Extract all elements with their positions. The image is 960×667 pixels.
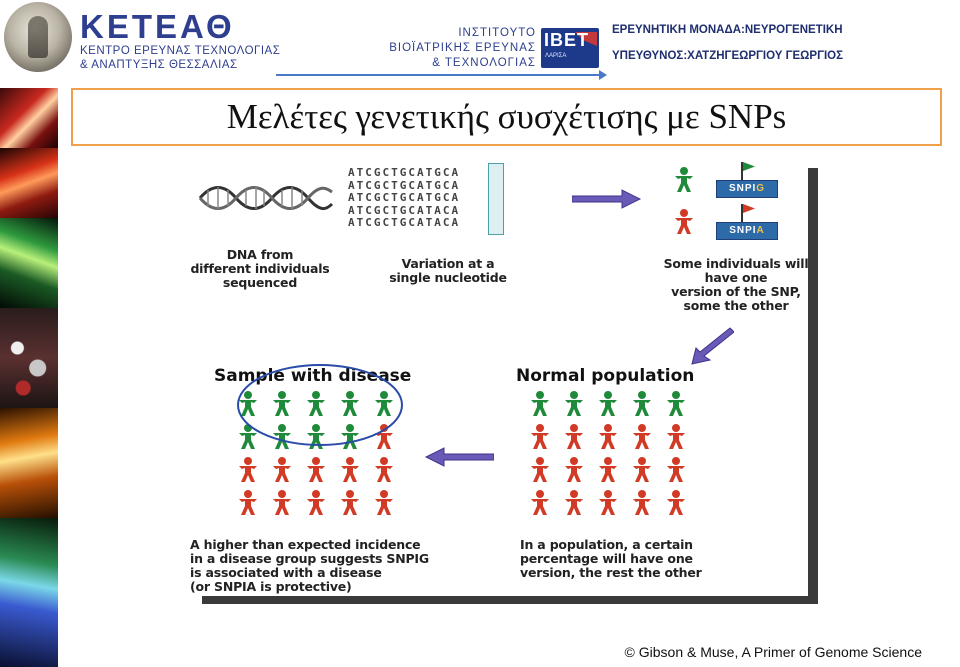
person-green-icon xyxy=(662,390,690,418)
title-box: Μελέτες γενετικής συσχέτισης με SNPs xyxy=(71,88,942,146)
person-green-icon xyxy=(268,390,296,418)
dna-label: DNA from different individuals sequenced xyxy=(190,247,330,290)
person-green-icon xyxy=(234,390,262,418)
sequence-row: ATCGCTGCATACA xyxy=(348,203,461,217)
diagram-figure xyxy=(192,160,808,596)
highlight-ellipse xyxy=(237,364,403,446)
ibet-logo-text: IBET xyxy=(544,30,590,50)
person-red-icon xyxy=(560,489,588,517)
person-red-icon xyxy=(336,489,364,517)
person-red-icon xyxy=(526,423,554,451)
arrow-right-icon xyxy=(572,189,642,209)
person-red-icon xyxy=(302,489,330,517)
sequence-alignment: ATCGCTGCATGCA ATCGCTGCATGCA ATCGCTGCATGC… xyxy=(348,166,461,230)
header-divider-arrow xyxy=(276,70,607,80)
person-red-icon xyxy=(370,423,398,451)
person-red-icon xyxy=(594,489,622,517)
person-green-icon xyxy=(526,390,554,418)
research-unit: ΕΡΕΥΝΗΤΙΚΗ ΜΟΝΑΔΑ:ΝΕΥΡΟΓΕΝΕΤΙΚΗ xyxy=(612,24,843,36)
person-green-icon xyxy=(628,390,656,418)
some-individuals-label: Some individuals will have one version o… xyxy=(663,256,809,313)
sequence-row: ATCGCTGCATACA xyxy=(348,216,461,229)
person-green-icon xyxy=(370,390,398,418)
person-green-icon xyxy=(302,390,330,418)
ibet-city: ΛΑΡΙΣΑ xyxy=(545,53,567,59)
institute-line2: ΒΙΟΪΑΤΡΙΚΗΣ ΕΡΕΥΝΑΣ xyxy=(389,42,536,54)
person-red-icon xyxy=(594,423,622,451)
flag-pole xyxy=(741,162,743,180)
ibet-logo-icon: IBET ΛΑΡΙΣΑ xyxy=(541,28,599,68)
person-red-icon xyxy=(628,489,656,517)
person-green-icon xyxy=(670,166,698,194)
dna-helix-icon xyxy=(198,186,334,210)
person-red-icon xyxy=(594,456,622,484)
sequence-row: ATCGCTGCATGCA xyxy=(348,166,461,179)
arrow-down-left-icon xyxy=(691,327,734,365)
person-red-icon xyxy=(662,456,690,484)
person-red-icon xyxy=(526,456,554,484)
person-red-icon xyxy=(628,423,656,451)
variation-label: Variation at a single nucleotide xyxy=(389,256,507,285)
person-red-icon xyxy=(370,489,398,517)
person-red-icon xyxy=(268,489,296,517)
header: ΚΕΤΕΑΘ ΚΕΝΤΡΟ ΕΡΕΥΝΑΣ ΤΕΧΝΟΛΟΓΙΑΣ & ΑΝΑΠ… xyxy=(0,0,960,80)
person-red-icon xyxy=(662,489,690,517)
normal-caption: In a population, a certain percentage wi… xyxy=(520,537,702,580)
person-red-icon xyxy=(370,456,398,484)
sequence-row: ATCGCTGCATGCA xyxy=(348,178,461,192)
person-red-icon xyxy=(662,423,690,451)
flag-red-icon xyxy=(743,204,755,213)
person-red-icon xyxy=(526,489,554,517)
person-red-icon xyxy=(302,456,330,484)
arrow-left-icon xyxy=(424,447,494,467)
person-green-icon xyxy=(560,390,588,418)
org-subtitle-line1: ΚΕΝΤΡΟ ΕΡΕΥΝΑΣ ΤΕΧΝΟΛΟΓΙΑΣ xyxy=(80,45,281,57)
person-green-icon xyxy=(336,423,364,451)
sequence-row: ATCGCTGCATGCA xyxy=(348,191,461,204)
unit-head: ΥΠΕΥΘΥΝΟΣ:ΧΑΤΖΗΓΕΩΡΓΙΟΥ ΓΕΩΡΓΙΟΣ xyxy=(612,50,844,62)
slide-title: Μελέτες γενετικής συσχέτισης με SNPs xyxy=(226,97,787,136)
person-red-icon xyxy=(268,456,296,484)
person-red-icon xyxy=(560,423,588,451)
flag-green-icon xyxy=(743,162,755,171)
snp-highlight-column xyxy=(488,163,504,235)
person-red-icon xyxy=(336,456,364,484)
institute-line3: & ΤΕΧΝΟΛΟΓΙΑΣ xyxy=(432,57,536,69)
org-subtitle-line2: & ΑΝΑΠΤΥΞΗΣ ΘΕΣΣΑΛΙΑΣ xyxy=(80,59,238,71)
figure-credit: © Gibson & Muse, A Primer of Genome Scie… xyxy=(624,644,922,660)
person-green-icon xyxy=(336,390,364,418)
normal-heading: Normal population xyxy=(516,366,695,386)
person-red-icon xyxy=(560,456,588,484)
sample-caption: A higher than expected incidence in a di… xyxy=(190,537,429,594)
institute-line1: ΙΝΣΤΙΤΟΥΤΟ xyxy=(458,27,536,39)
person-green-icon xyxy=(594,390,622,418)
snp-tag-a: SNPIA xyxy=(716,222,778,240)
person-red-icon xyxy=(670,208,698,236)
person-red-icon xyxy=(234,456,262,484)
institute-name: ΙΝΣΤΙΤΟΥΤΟ ΒΙΟΪΑΤΡΙΚΗΣ ΕΡΕΥΝΑΣ & ΤΕΧΝΟΛΟ… xyxy=(362,26,536,71)
coin-logo-icon xyxy=(4,2,72,72)
snp-tag-g: SNPIG xyxy=(716,180,778,198)
person-red-icon xyxy=(628,456,656,484)
org-subtitle: ΚΕΝΤΡΟ ΕΡΕΥΝΑΣ ΤΕΧΝΟΛΟΓΙΑΣ & ΑΝΑΠΤΥΞΗΣ Θ… xyxy=(80,44,280,72)
header-info-panel xyxy=(602,0,960,80)
person-red-icon xyxy=(234,489,262,517)
decorative-side-strip xyxy=(0,88,58,667)
org-name: ΚΕΤΕΑΘ xyxy=(80,8,235,45)
flag-pole xyxy=(741,204,743,222)
